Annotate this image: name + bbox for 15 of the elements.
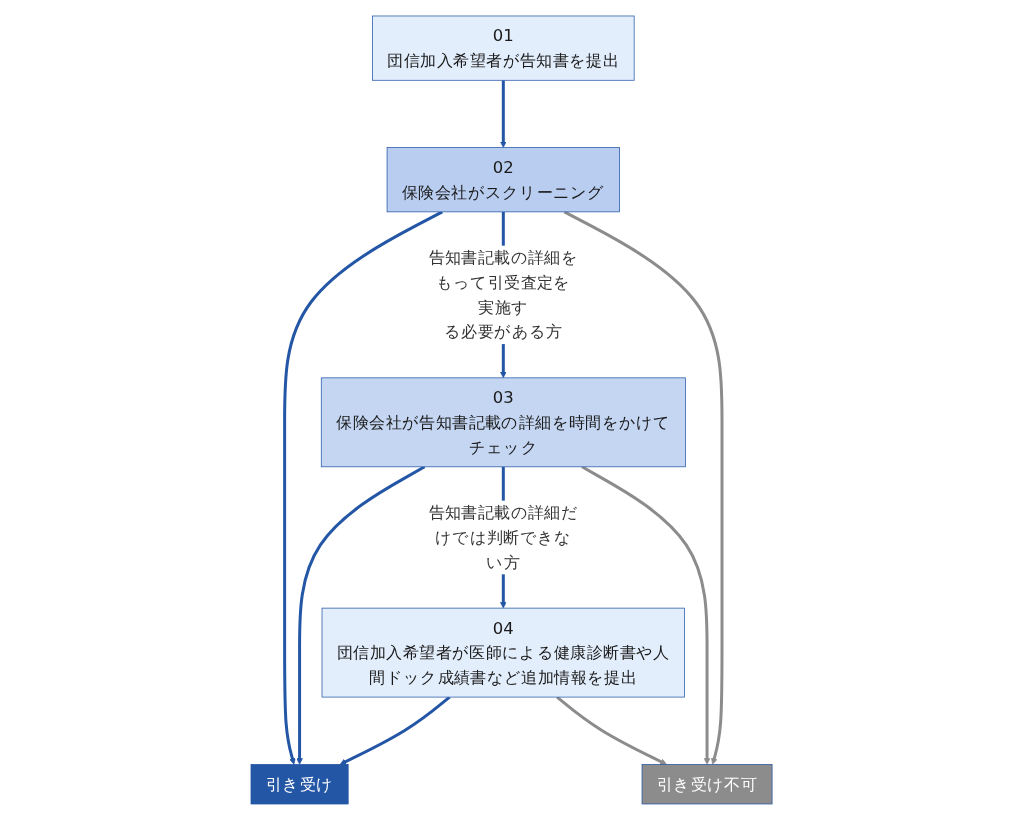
node-box: 02 保険会社がスクリーニング (387, 146, 621, 212)
arrow (556, 695, 668, 765)
node-box: 引き受け (251, 763, 349, 804)
edge-label: 告知書記載の詳細だけでは判断できない方 (429, 502, 579, 571)
node-box: 引き受け不可 (642, 763, 773, 804)
arrow (581, 465, 711, 765)
arrow (283, 210, 444, 765)
node-box: 04 団信加入希望者が医師による健康診断書や人間ドック成績書など追加情報を提出 (322, 607, 686, 697)
node-box: 03 保険会社が告知書記載の詳細を時間をかけてチェック (321, 376, 687, 467)
arrow (564, 210, 724, 765)
arrow (296, 465, 426, 765)
node-box: 01 団信加入希望者が告知書を提出 (372, 15, 635, 81)
arrow (340, 695, 451, 765)
edge-label: 告知書記載の詳細をもって引受査定を実施する必要がある方 (429, 248, 579, 341)
arrow (500, 79, 508, 148)
